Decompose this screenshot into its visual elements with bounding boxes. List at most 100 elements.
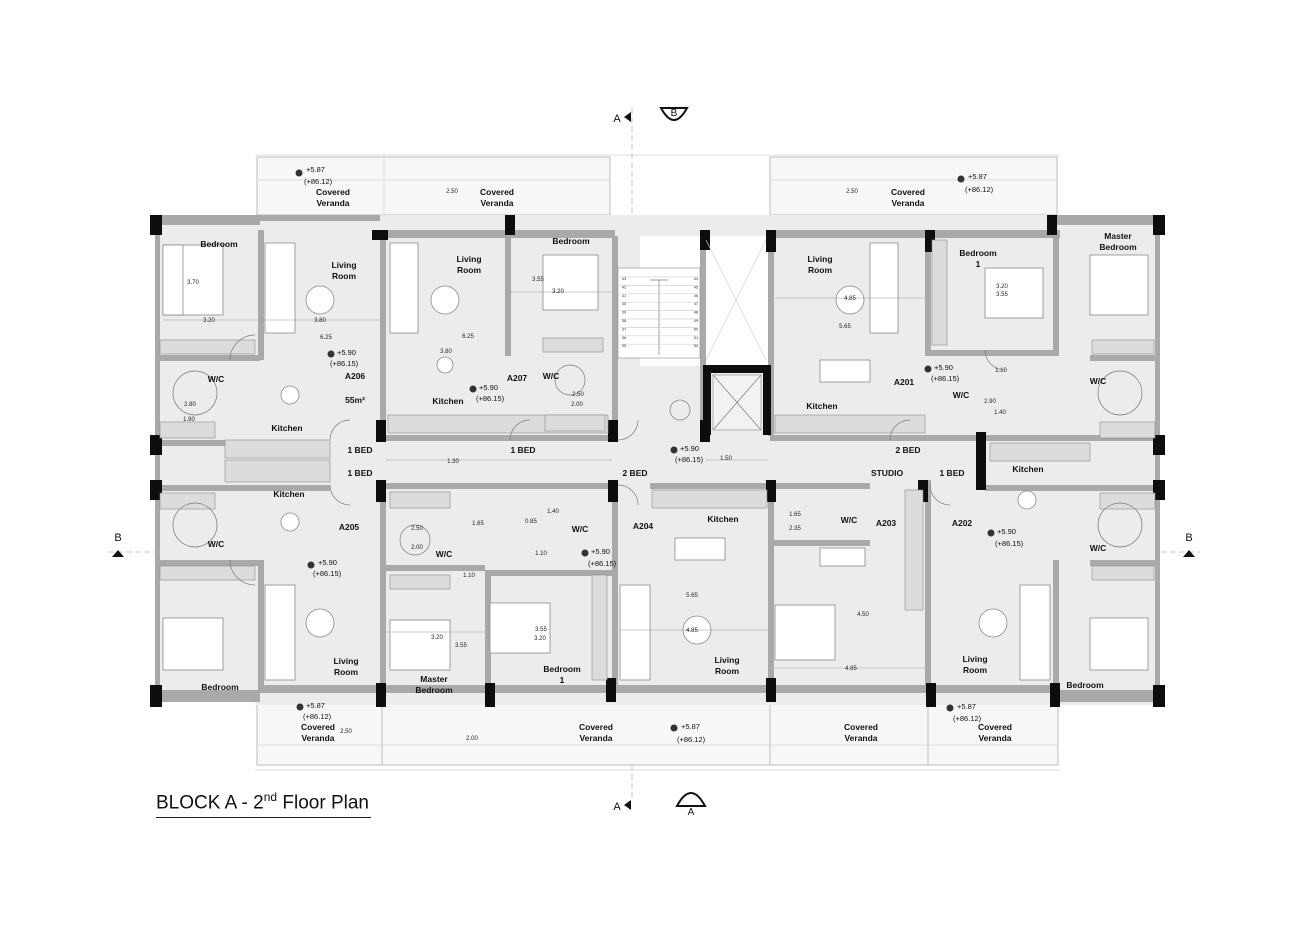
svg-text:6.25: 6.25 bbox=[320, 335, 332, 341]
elev-veranda-tr: +5.87 (+86.12) bbox=[957, 172, 994, 194]
svg-text:Master: Master bbox=[1104, 231, 1132, 241]
svg-text:W/C: W/C bbox=[953, 390, 970, 400]
svg-text:Veranda: Veranda bbox=[301, 733, 334, 743]
svg-text:(+86.12): (+86.12) bbox=[953, 714, 982, 723]
elev-veranda-bm: +5.87 (+86.12) bbox=[670, 722, 706, 744]
room-labels: Bedroom Living Room Living Room Bedroom … bbox=[200, 187, 1137, 743]
svg-text:Veranda: Veranda bbox=[579, 733, 612, 743]
svg-text:Kitchen: Kitchen bbox=[432, 396, 463, 406]
bed-a204-master bbox=[389, 619, 451, 671]
stair-number: 37 bbox=[622, 326, 627, 331]
svg-text:Room: Room bbox=[963, 665, 988, 675]
svg-text:(+86.15): (+86.15) bbox=[588, 559, 617, 568]
svg-text:Master: Master bbox=[420, 674, 448, 684]
elev-corridor: +5.90 (+86.15) bbox=[670, 444, 704, 464]
svg-text:2.50: 2.50 bbox=[446, 189, 458, 195]
svg-text:W/C: W/C bbox=[543, 371, 560, 381]
svg-text:1: 1 bbox=[976, 259, 981, 269]
svg-text:+5.87: +5.87 bbox=[306, 701, 325, 710]
elev-a206: +5.90 (+86.15) bbox=[327, 348, 359, 368]
elev-a201: +5.90 (+86.15) bbox=[924, 363, 960, 383]
stair-number: 36 bbox=[622, 335, 627, 340]
svg-text:W/C: W/C bbox=[572, 524, 589, 534]
svg-text:Covered: Covered bbox=[844, 722, 878, 732]
svg-text:B: B bbox=[114, 532, 121, 544]
svg-text:Bedroom: Bedroom bbox=[959, 248, 997, 258]
svg-text:B: B bbox=[671, 108, 678, 119]
svg-text:Kitchen: Kitchen bbox=[806, 401, 837, 411]
svg-text:(+86.15): (+86.15) bbox=[995, 539, 1024, 548]
svg-text:0.85: 0.85 bbox=[525, 519, 537, 525]
svg-text:Covered: Covered bbox=[978, 722, 1012, 732]
svg-text:B: B bbox=[1185, 532, 1192, 544]
elev-a204: +5.90 (+86.15) bbox=[581, 547, 617, 568]
section-b-top: B bbox=[659, 107, 689, 121]
elev-veranda-bl: +5.87 (+86.12) bbox=[296, 701, 332, 721]
svg-text:3.55: 3.55 bbox=[455, 643, 467, 649]
svg-text:3.55: 3.55 bbox=[996, 292, 1008, 298]
svg-text:Kitchen: Kitchen bbox=[1012, 464, 1043, 474]
svg-text:Living: Living bbox=[962, 654, 987, 664]
svg-text:1.40: 1.40 bbox=[994, 410, 1006, 416]
stair-number: 51 bbox=[694, 335, 699, 340]
svg-text:2.50: 2.50 bbox=[340, 729, 352, 735]
svg-text:1.10: 1.10 bbox=[463, 573, 475, 579]
svg-text:W/C: W/C bbox=[1090, 376, 1107, 386]
lift-shaft bbox=[705, 239, 767, 431]
svg-text:3.20: 3.20 bbox=[552, 289, 564, 295]
svg-text:1: 1 bbox=[560, 675, 565, 685]
bed-a203 bbox=[774, 604, 836, 661]
bed-a204 bbox=[489, 602, 551, 654]
svg-text:Covered: Covered bbox=[480, 187, 514, 197]
svg-text:3.20: 3.20 bbox=[203, 318, 215, 324]
stair-number: 46 bbox=[694, 293, 699, 298]
svg-text:Kitchen: Kitchen bbox=[707, 514, 738, 524]
section-a-bottom: A bbox=[613, 800, 631, 813]
stair-number: 43 bbox=[622, 276, 627, 281]
apt-a201-id: A201 bbox=[894, 377, 915, 387]
svg-text:Room: Room bbox=[715, 666, 740, 676]
plan-title: BLOCK A - 2nd Floor Plan bbox=[156, 790, 371, 819]
svg-text:3.80: 3.80 bbox=[440, 349, 452, 355]
walls bbox=[155, 215, 1160, 702]
svg-text:Bedroom: Bedroom bbox=[1066, 680, 1104, 690]
elev-a205: +5.90 (+86.15) bbox=[307, 558, 342, 578]
svg-text:2.90: 2.90 bbox=[984, 399, 996, 405]
svg-text:+5.87: +5.87 bbox=[681, 722, 700, 731]
svg-text:+5.90: +5.90 bbox=[337, 348, 356, 357]
stair-number: 39 bbox=[622, 310, 627, 315]
apt-a206-type: 1 BED bbox=[347, 445, 372, 455]
svg-text:4.85: 4.85 bbox=[686, 628, 698, 634]
svg-text:2.80: 2.80 bbox=[184, 402, 196, 408]
svg-text:Living: Living bbox=[714, 655, 739, 665]
svg-text:2.50: 2.50 bbox=[572, 392, 584, 398]
bed-a201 bbox=[984, 267, 1044, 319]
svg-text:2.35: 2.35 bbox=[789, 526, 801, 532]
apt-a204-id: A204 bbox=[633, 521, 654, 531]
svg-text:A: A bbox=[613, 113, 621, 125]
svg-text:+5.90: +5.90 bbox=[318, 558, 337, 567]
section-a-top: A bbox=[613, 112, 631, 125]
svg-text:5.65: 5.65 bbox=[686, 593, 698, 599]
svg-text:1.40: 1.40 bbox=[547, 509, 559, 515]
svg-text:(+86.12): (+86.12) bbox=[303, 712, 332, 721]
stair-number: 44 bbox=[694, 276, 699, 281]
bed-a205 bbox=[162, 617, 224, 671]
svg-text:Room: Room bbox=[334, 667, 359, 677]
svg-text:Room: Room bbox=[332, 271, 357, 281]
svg-text:Living: Living bbox=[456, 254, 481, 264]
svg-text:(+86.12): (+86.12) bbox=[304, 177, 333, 186]
svg-text:5.65: 5.65 bbox=[839, 324, 851, 330]
svg-text:4.85: 4.85 bbox=[845, 666, 857, 672]
dimension-texts: 3.70 3.20 3.80 6.25 3.80 6.25 3.55 3.20 … bbox=[183, 189, 1008, 742]
svg-text:A: A bbox=[613, 801, 621, 813]
svg-text:3.20: 3.20 bbox=[534, 636, 546, 642]
apt-a203-id: A203 bbox=[876, 518, 897, 528]
stair-number: 50 bbox=[694, 326, 699, 331]
svg-text:(+86.15): (+86.15) bbox=[476, 394, 505, 403]
bed-a202 bbox=[1089, 617, 1149, 671]
svg-text:Veranda: Veranda bbox=[891, 198, 924, 208]
svg-text:Room: Room bbox=[808, 265, 833, 275]
